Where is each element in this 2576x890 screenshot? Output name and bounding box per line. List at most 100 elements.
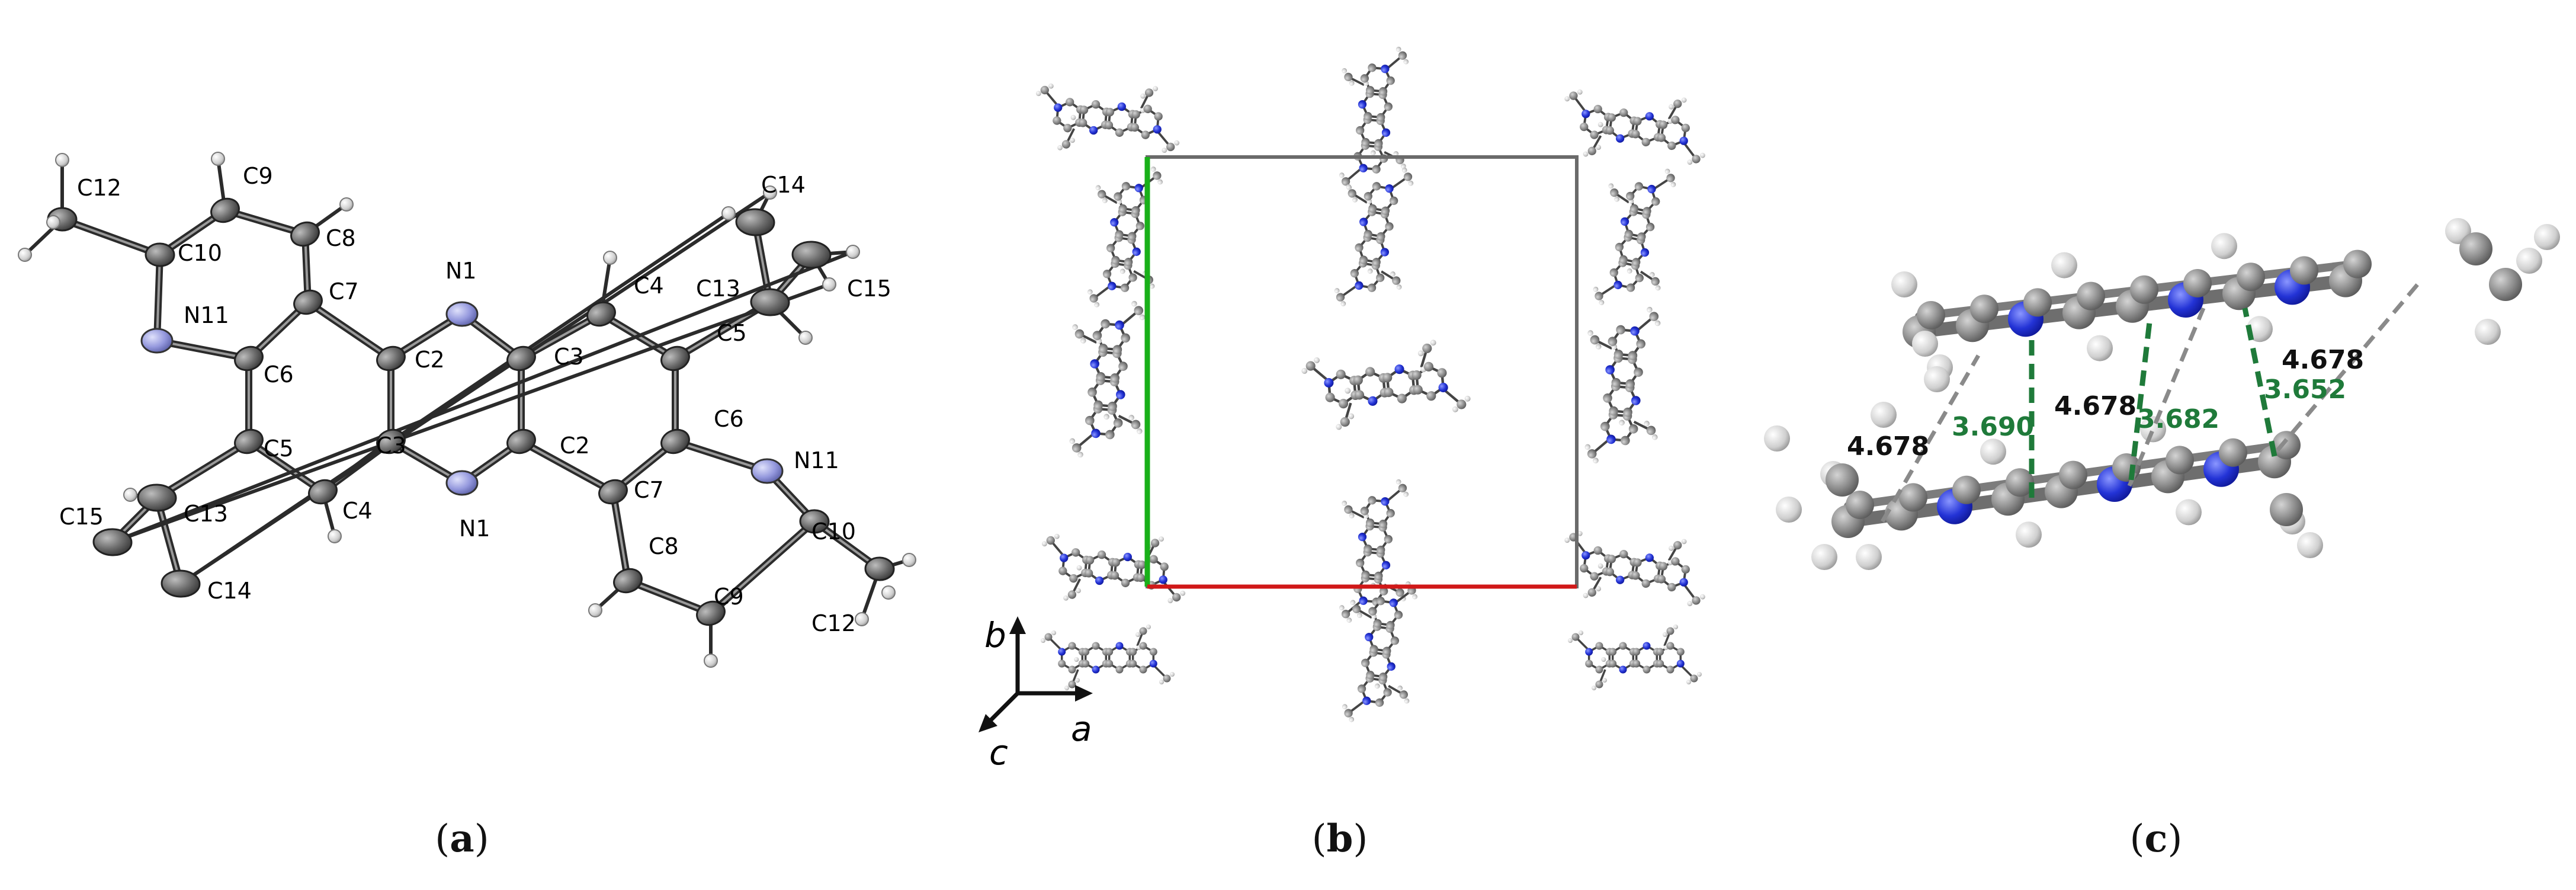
nitrogen-atom <box>1385 184 1394 193</box>
carbon-atom <box>1656 648 1664 656</box>
hydrogen-atom <box>1159 680 1164 684</box>
hydrogen-atom <box>1601 657 1606 662</box>
nitrogen-atom <box>1355 281 1364 290</box>
carbon-atom <box>1137 560 1146 569</box>
carbon-atom <box>660 428 690 454</box>
hydrogen-atom <box>1135 632 1140 637</box>
nitrogen-atom <box>1640 248 1650 257</box>
carbon-atom <box>1365 518 1375 527</box>
carbon-atom <box>1115 128 1124 137</box>
carbon-atom <box>1619 108 1628 117</box>
distance-gray-3: 4.678 <box>2282 345 2364 375</box>
distance-green-1: 3.690 <box>1952 412 2034 442</box>
carbon-atom <box>1609 648 1617 656</box>
nitrogen-atom <box>1387 662 1396 671</box>
nitrogen-atom <box>1380 248 1389 257</box>
hydrogen-atom <box>2211 233 2237 260</box>
carbon-atom <box>1645 222 1655 232</box>
carbon-atom <box>1373 619 1382 628</box>
atom-label-n1-bottom: N1 <box>459 516 490 542</box>
packed-molecule <box>1087 167 1163 308</box>
nitrogen-atom <box>1619 665 1627 674</box>
hydrogen-atom <box>1346 184 1352 190</box>
bond-highlight <box>612 491 629 582</box>
atom-label-n11-left: N11 <box>184 302 229 328</box>
carbon-atom <box>1671 557 1680 566</box>
carbon-atom <box>1590 572 1599 581</box>
carbon-atom <box>376 345 406 372</box>
carbon-atom <box>1607 113 1616 122</box>
atom-label-c2-bottom: C2 <box>560 433 590 459</box>
carbon-atom <box>1619 642 1627 650</box>
carbon-atom <box>1658 562 1668 571</box>
hydrogen-atom <box>1397 685 1403 691</box>
nitrogen-atom <box>1613 280 1622 290</box>
packed-molecule <box>1041 625 1175 690</box>
panel-c-molecules <box>1764 218 2560 570</box>
hydrogen-atom <box>1400 164 1406 169</box>
hydrogen-atom <box>1764 425 1790 452</box>
hydrogen-atom <box>2140 416 2166 443</box>
carbon-atom <box>1102 270 1112 278</box>
carbon-atom <box>2112 453 2141 482</box>
hydrogen-atom <box>1080 338 1086 344</box>
hydrogen-atom <box>846 245 860 259</box>
carbon-atom <box>2183 269 2212 297</box>
nitrogen-atom <box>1381 128 1391 137</box>
packed-molecule <box>1035 83 1180 153</box>
bond-highlight <box>156 497 182 585</box>
carbon-atom <box>1121 182 1131 191</box>
atom-label-n11-right: N11 <box>794 447 839 473</box>
carbon-atom <box>1631 571 1640 580</box>
hydrogen-atom <box>1139 314 1146 321</box>
carbon-atom <box>1413 385 1423 395</box>
unit-cell <box>1144 155 1579 589</box>
hydrogen-atom <box>1396 46 1401 52</box>
hydrogen-atom <box>1348 413 1355 420</box>
carbon-atom <box>1374 139 1383 148</box>
carbon-atom <box>598 479 628 505</box>
carbon-atom <box>1129 648 1137 656</box>
hydrogen-atom <box>1568 638 1573 643</box>
carbon-atom <box>1423 361 1434 372</box>
contact-green-2 <box>2128 316 2153 481</box>
hydrogen-atom <box>1070 114 1076 120</box>
hydrogen-atom <box>1340 301 1346 306</box>
hydrogen-atom <box>1119 268 1125 274</box>
carbon-atom <box>1372 182 1381 191</box>
carbon-atom <box>2343 249 2372 278</box>
carbon-atom <box>1066 98 1074 107</box>
atom-label-c6-left: C6 <box>264 361 294 388</box>
axis-a-arrowhead <box>1075 685 1093 702</box>
carbon-atom <box>1681 565 1690 574</box>
carbon-atom <box>1619 255 1628 264</box>
hydrogen-atom <box>1452 406 1458 412</box>
axis-c-label: c <box>989 732 1008 773</box>
nitrogen-atom <box>1581 110 1590 119</box>
carbon-atom <box>586 301 616 327</box>
carbon-atom <box>1105 430 1115 440</box>
carbon-atom <box>1619 550 1628 559</box>
hydrogen-atom <box>1608 183 1614 189</box>
hydrogen-atom <box>1070 137 1075 143</box>
carbon-atom <box>1633 558 1642 567</box>
hydrogen-atom <box>1342 704 1348 710</box>
hydrogen-atom <box>1150 167 1156 172</box>
carbon-atom <box>1053 116 1061 125</box>
hydrogen-atom <box>1619 420 1625 426</box>
hydrogen-atom <box>1174 140 1180 146</box>
carbon-atom <box>1096 372 1106 382</box>
packed-molecule <box>1339 479 1409 623</box>
nitrogen-atom <box>1585 648 1593 656</box>
nitrogen-atom <box>1616 134 1625 143</box>
contact-gray-1 <box>1880 354 1981 523</box>
hydrogen-atom <box>1596 586 1602 591</box>
carbon-atom <box>1341 177 1350 186</box>
hydrogen-atom <box>1403 59 1409 65</box>
carbon-atom <box>1826 463 1859 497</box>
carbon-atom <box>2023 288 2052 317</box>
carbon-atom <box>1422 343 1432 353</box>
carbon-atom <box>1457 399 1467 409</box>
atom-label-c13-right: C13 <box>696 276 740 302</box>
carbon-atom <box>1131 110 1140 119</box>
